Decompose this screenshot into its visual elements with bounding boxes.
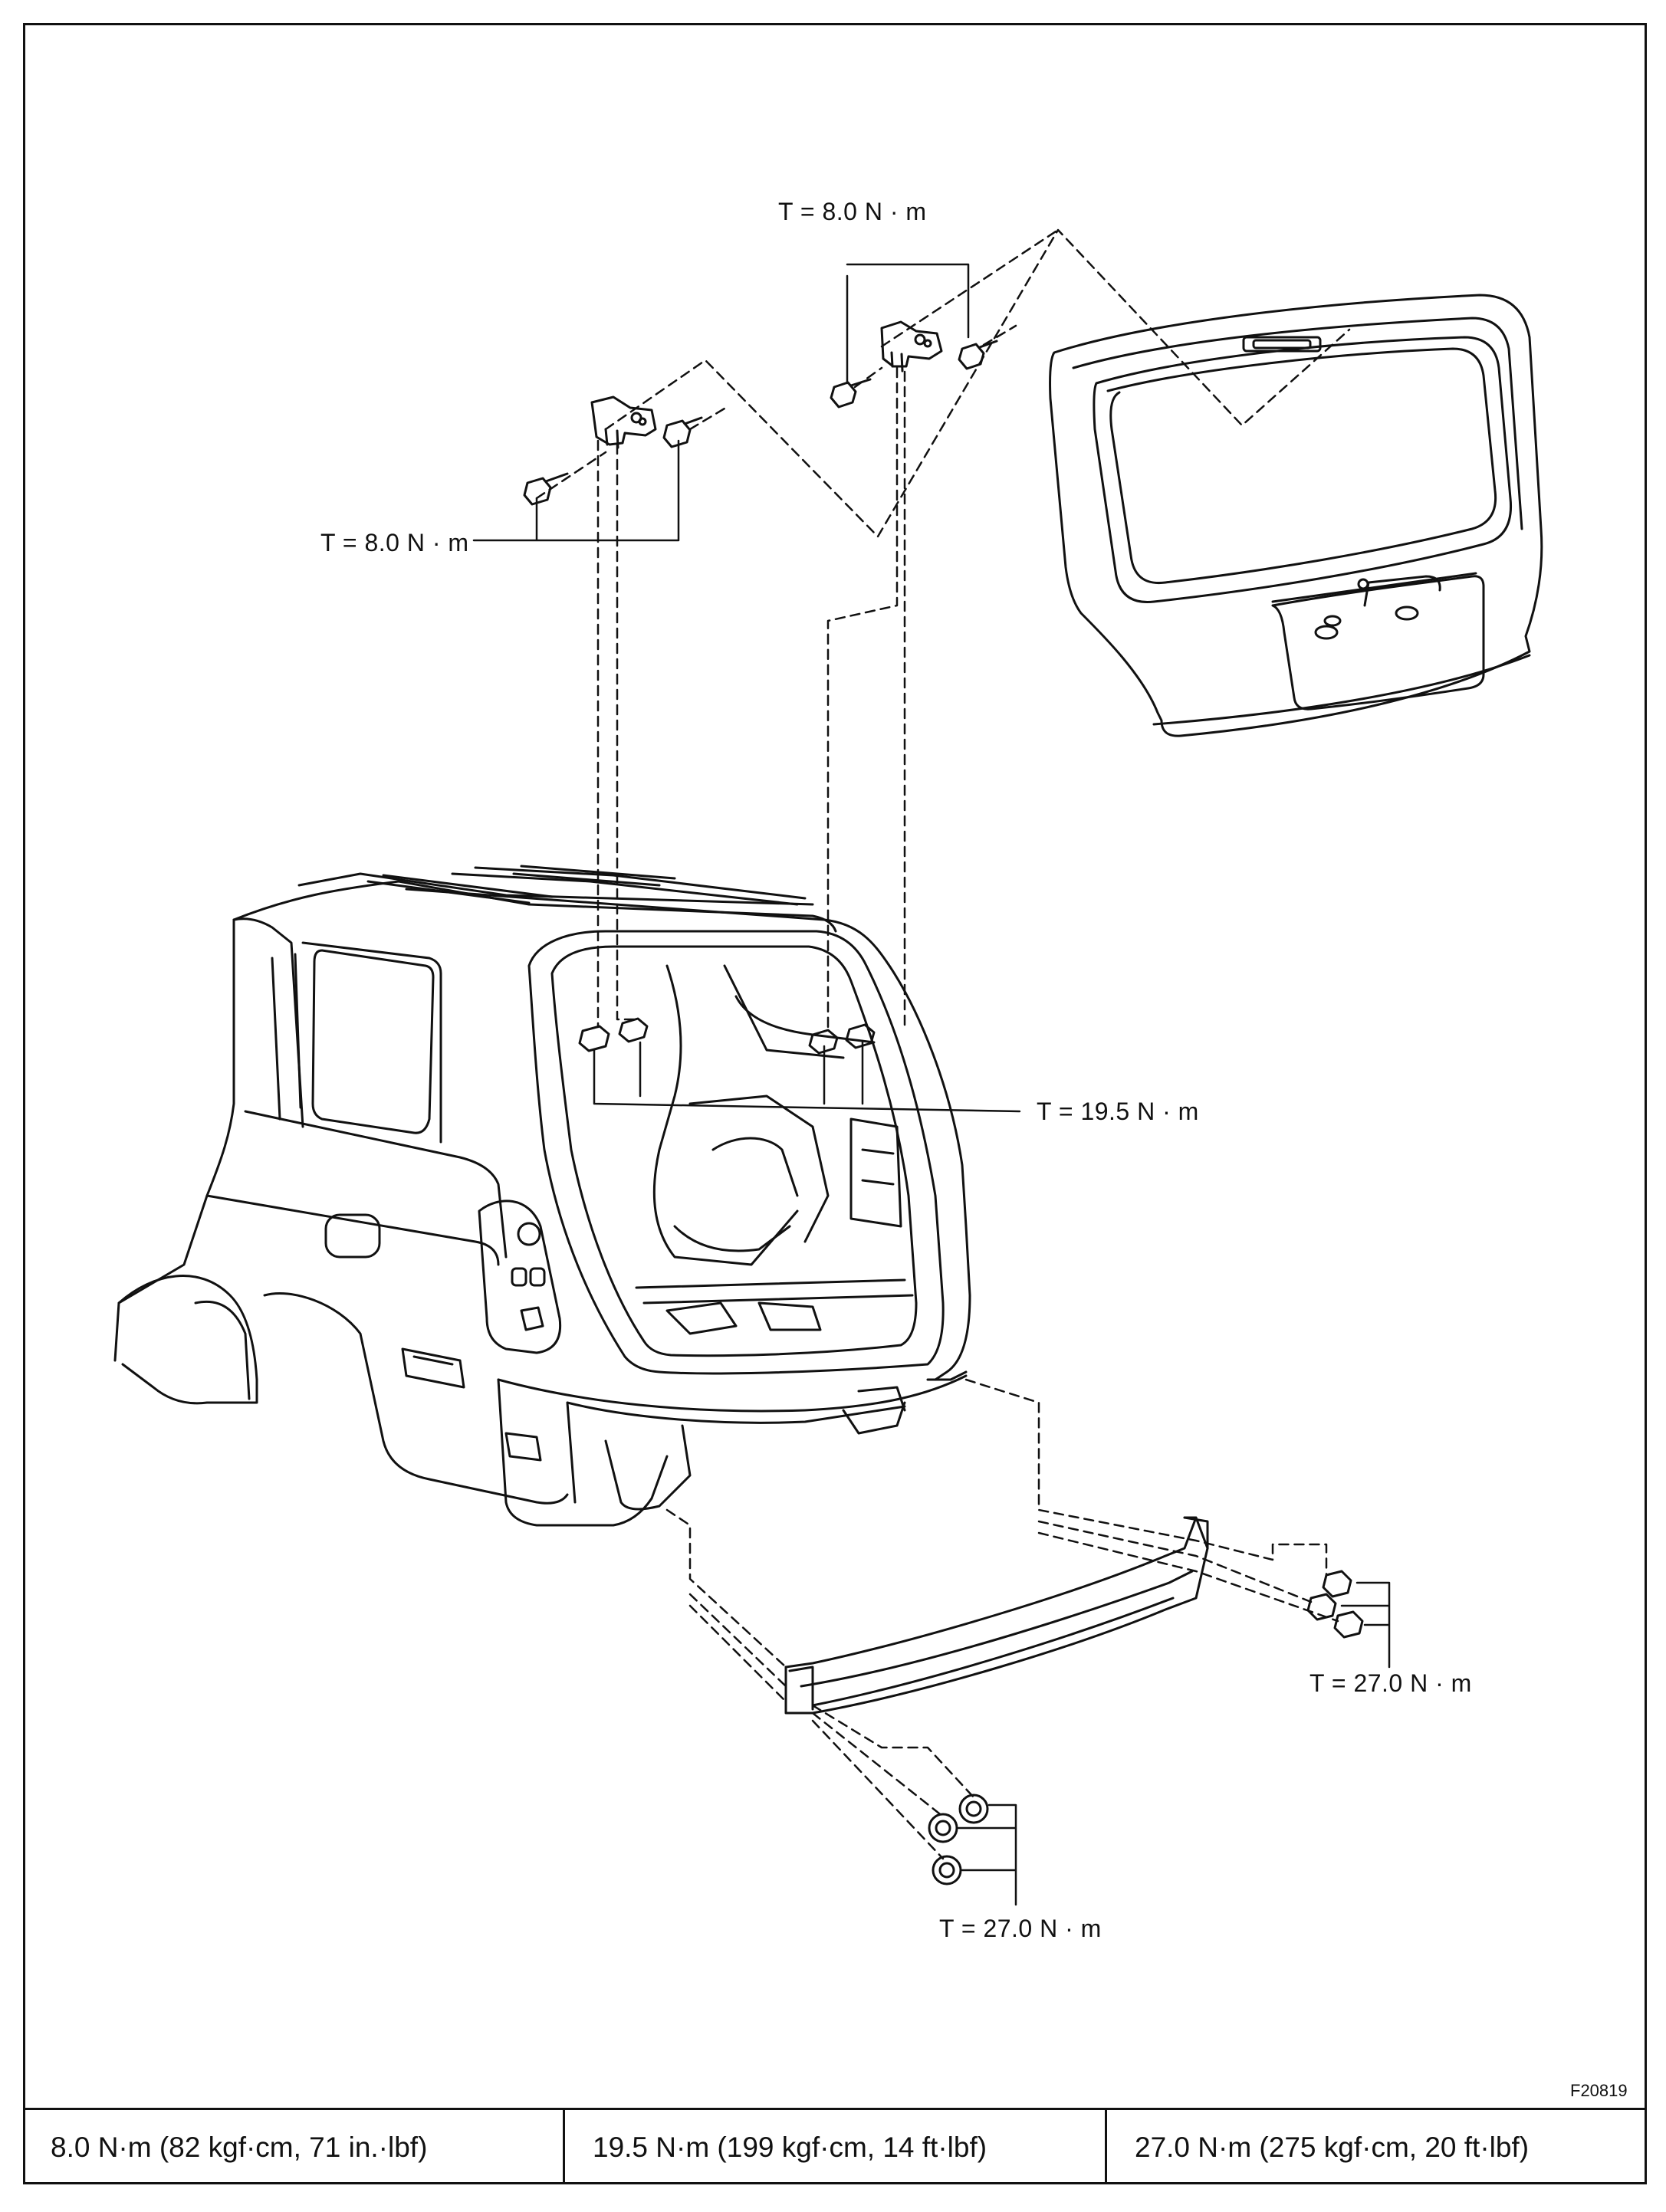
torque-spec-cell: 8.0 N·m (82 kgf·cm, 71 in.·lbf) — [23, 2110, 565, 2184]
reinforcement-left-torque-label: T = 27.0 N · m — [939, 1915, 1102, 1942]
torque-spec-cell: 19.5 N·m (199 kgf·cm, 14 ft·lbf) — [565, 2110, 1107, 2184]
figure-id: F20819 — [1570, 2081, 1628, 2100]
reinforcement-right-torque-label: T = 27.0 N · m — [1309, 1669, 1472, 1697]
hinge-left — [590, 395, 657, 449]
body-hinge-torque-label: T = 19.5 N · m — [1037, 1098, 1199, 1125]
hinge-lower-torque-label: T = 8.0 N · m — [320, 529, 469, 556]
hinge-bolts — [523, 340, 998, 506]
torque-spec-table: 8.0 N·m (82 kgf·cm, 71 in.·lbf) 19.5 N·m… — [23, 2108, 1647, 2184]
hinge-right — [880, 320, 943, 372]
bumper-reinforcement — [784, 1516, 1209, 1715]
diagram-frame — [23, 23, 1647, 2184]
body-hinge-bolts — [578, 1017, 876, 1055]
hinge-upper-torque-label: T = 8.0 N · m — [778, 198, 927, 225]
alignment-lines — [535, 228, 1351, 1860]
torque-spec-cell: 27.0 N·m (275 kgf·cm, 20 ft·lbf) — [1135, 2131, 1530, 2163]
leader-lines — [472, 263, 1391, 1906]
vehicle-body — [113, 865, 971, 1527]
back-door-panel — [1049, 294, 1543, 737]
reinforcement-nuts — [928, 1570, 1364, 1885]
